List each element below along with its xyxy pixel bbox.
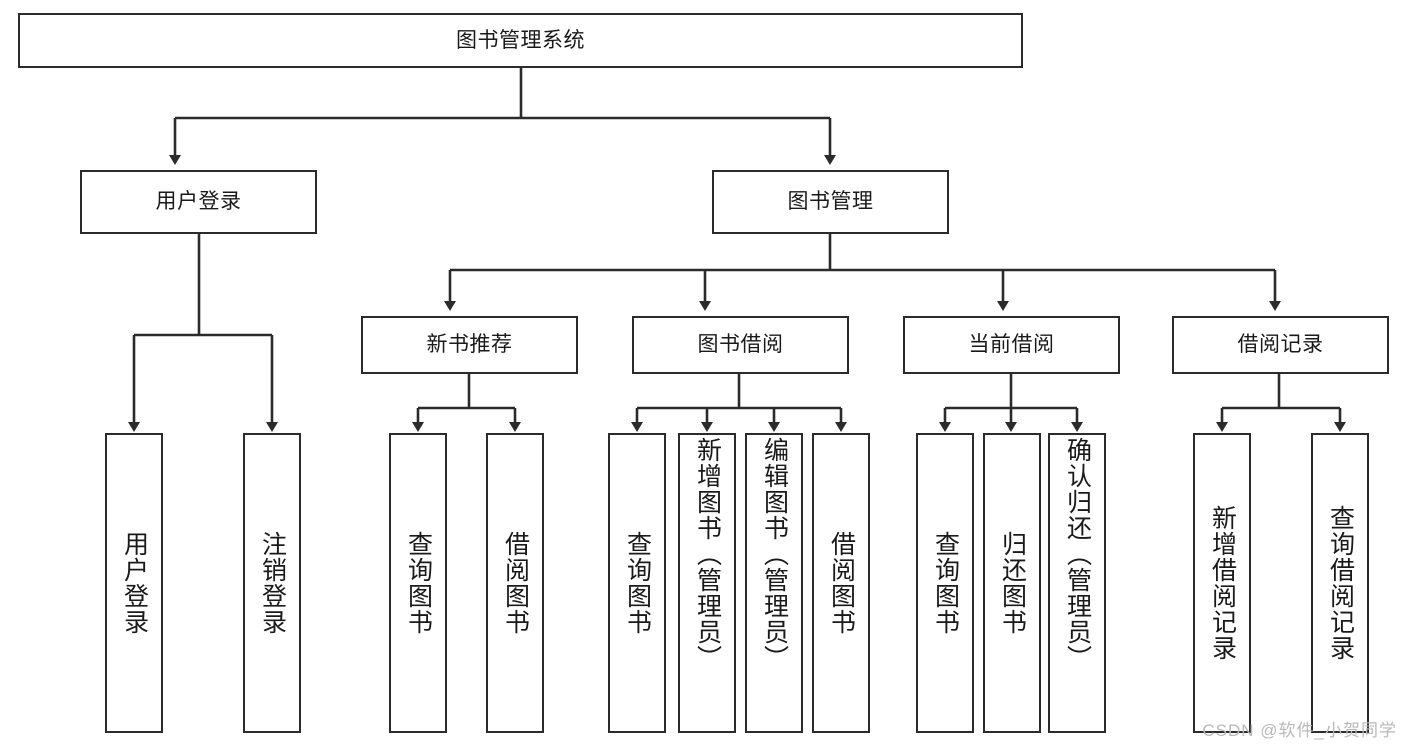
leaf-book-borrow-edit[interactable]: 编辑图书（管理员） — [745, 433, 803, 733]
leaf-borrow-record-add[interactable]: 新增借阅记录 — [1193, 433, 1251, 733]
leaf-user-login-login[interactable]: 用户登录 — [105, 433, 163, 733]
leaf-current-borrow-confirm-return[interactable]: 确认归还（管理员） — [1048, 433, 1106, 733]
node-label: 新书推荐 — [426, 333, 513, 357]
node-label: 借阅图书 — [827, 531, 856, 635]
leaf-current-borrow-query[interactable]: 查询图书 — [916, 433, 974, 733]
node-book-borrow[interactable]: 图书借阅 — [632, 316, 849, 374]
node-new-book-recommend[interactable]: 新书推荐 — [361, 316, 578, 374]
node-label: 图书管理系统 — [456, 28, 585, 52]
node-book-management[interactable]: 图书管理 — [712, 170, 949, 234]
leaf-current-borrow-return[interactable]: 归还图书 — [983, 433, 1041, 733]
node-label: 编辑图书（管理员） — [760, 437, 789, 671]
leaf-borrow-record-query[interactable]: 查询借阅记录 — [1311, 433, 1369, 733]
node-user-login[interactable]: 用户登录 — [80, 170, 317, 234]
node-label: 注销登录 — [258, 531, 287, 635]
node-label: 当前借阅 — [968, 333, 1055, 357]
node-label: 归还图书 — [998, 531, 1027, 635]
node-label: 用户登录 — [120, 531, 149, 635]
node-label: 查询图书 — [623, 531, 652, 635]
node-label: 用户登录 — [155, 190, 242, 214]
leaf-new-book-borrow[interactable]: 借阅图书 — [486, 433, 544, 733]
node-label: 借阅图书 — [501, 531, 530, 635]
node-label: 图书管理 — [787, 190, 874, 214]
node-borrow-record[interactable]: 借阅记录 — [1172, 316, 1389, 374]
node-label: 查询借阅记录 — [1326, 505, 1355, 661]
node-label: 新增借阅记录 — [1208, 505, 1237, 661]
node-label: 查询图书 — [931, 531, 960, 635]
node-label: 借阅记录 — [1237, 333, 1324, 357]
leaf-book-borrow-add[interactable]: 新增图书（管理员） — [678, 433, 736, 733]
leaf-book-borrow-query[interactable]: 查询图书 — [608, 433, 666, 733]
leaf-new-book-query[interactable]: 查询图书 — [389, 433, 447, 733]
node-current-borrow[interactable]: 当前借阅 — [903, 316, 1120, 374]
node-label: 查询图书 — [404, 531, 433, 635]
node-label: 图书借阅 — [697, 333, 784, 357]
leaf-user-login-logout[interactable]: 注销登录 — [243, 433, 301, 733]
node-label: 确认归还（管理员） — [1063, 437, 1092, 671]
node-label: 新增图书（管理员） — [693, 437, 722, 671]
leaf-book-borrow-borrow[interactable]: 借阅图书 — [812, 433, 870, 733]
node-root-system[interactable]: 图书管理系统 — [18, 13, 1023, 68]
